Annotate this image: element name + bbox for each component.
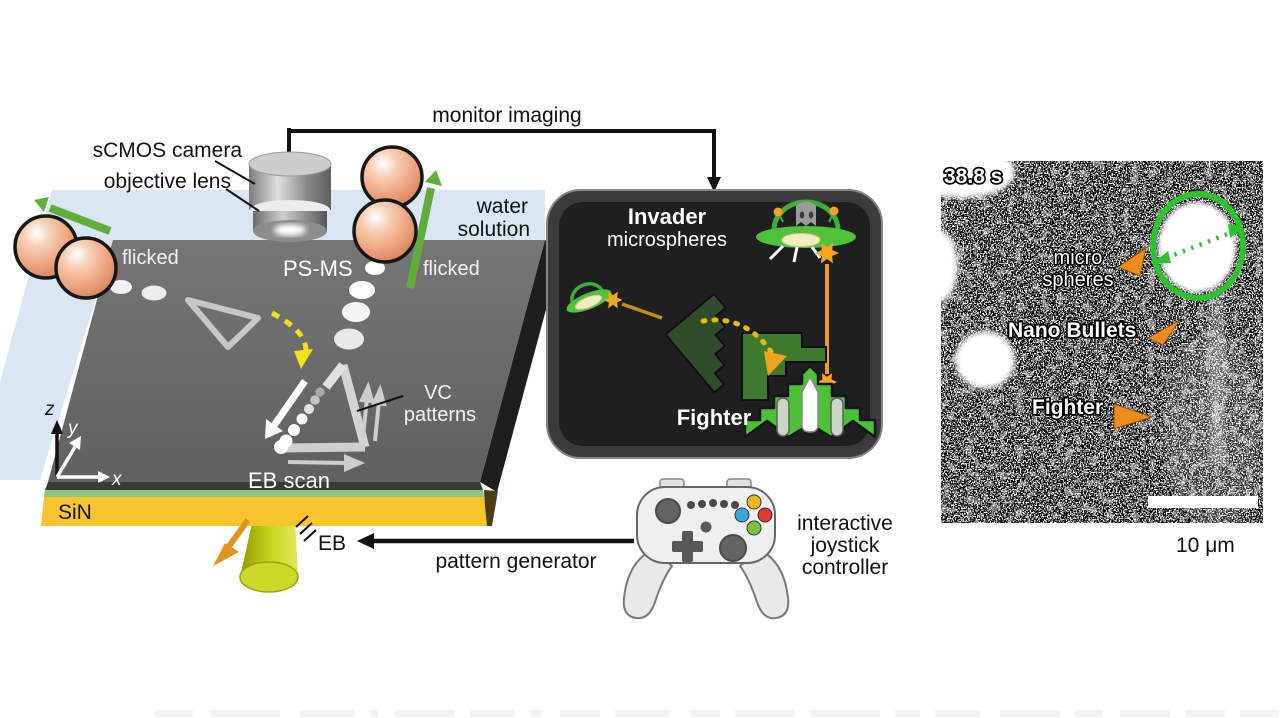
axis-z-label: z: [44, 399, 55, 420]
objective-lens-label: objective lens: [104, 170, 231, 193]
pattern-generator-label: pattern generator: [435, 550, 596, 573]
timestamp-label: 38.8 s: [944, 165, 1002, 188]
microsphere: [54, 236, 118, 300]
fighter-arrow: [1113, 403, 1154, 430]
microspheres-label-line1: micro: [1054, 247, 1103, 269]
water-label-line1: water: [476, 195, 528, 218]
right-stick: [719, 534, 747, 562]
laser-beam-diagonal: [621, 302, 663, 320]
microspheres-arrow: [1116, 246, 1147, 277]
substrate-side-face: [480, 240, 562, 492]
sin-label: SiN: [58, 501, 92, 524]
vc-patterns-label-line1: VC: [424, 382, 452, 404]
captured-microsphere-blob: [1158, 202, 1236, 292]
left-stick: [655, 498, 681, 524]
flicked-spheres-right: [352, 145, 442, 289]
setup-diagram: SiN: [0, 104, 721, 593]
fighter-cockpit: [801, 375, 819, 433]
dpad-icon: [672, 531, 703, 562]
membrane-green-strip: [44, 490, 484, 497]
center-button: [700, 521, 712, 533]
flicked-spheres-left: [13, 197, 118, 300]
stealth-pattern-dark: [664, 292, 727, 394]
microsphere: [360, 145, 424, 209]
scan-arrows: [287, 381, 387, 473]
scmos-camera-icon: [248, 128, 332, 242]
nano-bullets-arrow: [1146, 319, 1181, 346]
pattern-generator-connector: [357, 533, 634, 549]
fighter-icon: [743, 364, 877, 439]
stealth-pattern-mid: [741, 332, 827, 401]
scale-value-label: 10 μm: [1176, 534, 1235, 557]
gamepad-icon: [622, 478, 790, 620]
alien-icon: [796, 201, 816, 226]
micrograph-panel: 38.8 s micro spheres Nano Bullets Fighte…: [941, 161, 1263, 557]
microsphere-trail-right: [334, 261, 385, 350]
ufo-invader-small-icon: [566, 282, 612, 313]
ufo-legs: [768, 244, 822, 263]
vc-patterns-label-line2: patterns: [404, 404, 476, 426]
bright-blob: [941, 161, 1015, 198]
fighter-move-arrow: [700, 317, 787, 376]
action-buttons: [734, 494, 773, 536]
eb-label: EB: [318, 532, 346, 555]
scale-bar: [1148, 496, 1258, 508]
nano-bullets-label: Nano Bullets: [1008, 319, 1136, 342]
microsphere-trail-left: [110, 280, 167, 301]
camera-pointer-line: [214, 160, 256, 185]
vc-pattern-triangle-outline: [185, 297, 261, 350]
monitor-imaging-label: monitor imaging: [432, 104, 581, 127]
fighter-micrograph-label: Fighter: [1032, 396, 1103, 419]
cropped-caption-fragments: [155, 710, 1278, 717]
flicked-left-label: flicked: [122, 247, 179, 269]
microsphere-blob: [955, 331, 1015, 389]
eb-scan-label: EB scan: [248, 468, 330, 493]
ps-ms-label: PS-MS: [283, 256, 353, 281]
measurement-circle: [1150, 191, 1246, 301]
axis-x-label: x: [111, 469, 123, 490]
microsphere-blob: [941, 229, 958, 303]
gamepad-handle-left: [622, 548, 674, 620]
vc-pattern-being-written: [274, 362, 370, 454]
controller-label-line2: joystick: [810, 534, 880, 557]
coordinate-axes: z y x: [44, 399, 123, 490]
scmos-camera-label: sCMOS camera: [93, 139, 243, 162]
lens-pointer-line: [225, 188, 260, 212]
monitor-imaging-connector: [287, 129, 721, 192]
microspheres-label-line2: spheres: [1042, 269, 1113, 291]
fighter-screen-label: Fighter: [677, 405, 752, 430]
gamepad-dots: [687, 499, 739, 509]
deflected-beam-arrow: [213, 518, 251, 566]
hatch-marks: [295, 515, 317, 542]
game-monitor: Invader microspheres: [546, 189, 883, 459]
invader-label-line1: Invader: [628, 204, 707, 229]
vc-pointer-line: [356, 395, 404, 412]
water-label-line2: solution: [458, 218, 530, 241]
gamepad-handle-right: [738, 548, 790, 620]
flick-path-arrow: [270, 310, 313, 369]
axis-y-label: y: [66, 418, 79, 439]
electron-beam-cone: [239, 519, 299, 593]
substrate-front-edge: [45, 482, 483, 490]
controller-label-line1: interactive: [797, 512, 893, 535]
nano-bullet-streak: [1209, 285, 1225, 465]
microsphere: [352, 198, 418, 264]
ufo-invader-icon: [756, 199, 856, 263]
controller-label-line3: controller: [802, 556, 888, 579]
sin-side-dark: [484, 490, 498, 526]
invader-label-line2: microspheres: [607, 229, 727, 251]
eb-scan-direction-arrow: [265, 379, 308, 439]
flicked-right-label: flicked: [423, 258, 480, 280]
sin-layer: [41, 497, 487, 526]
diameter-arrow: [1152, 224, 1244, 264]
substrate-top-face: [48, 240, 545, 482]
